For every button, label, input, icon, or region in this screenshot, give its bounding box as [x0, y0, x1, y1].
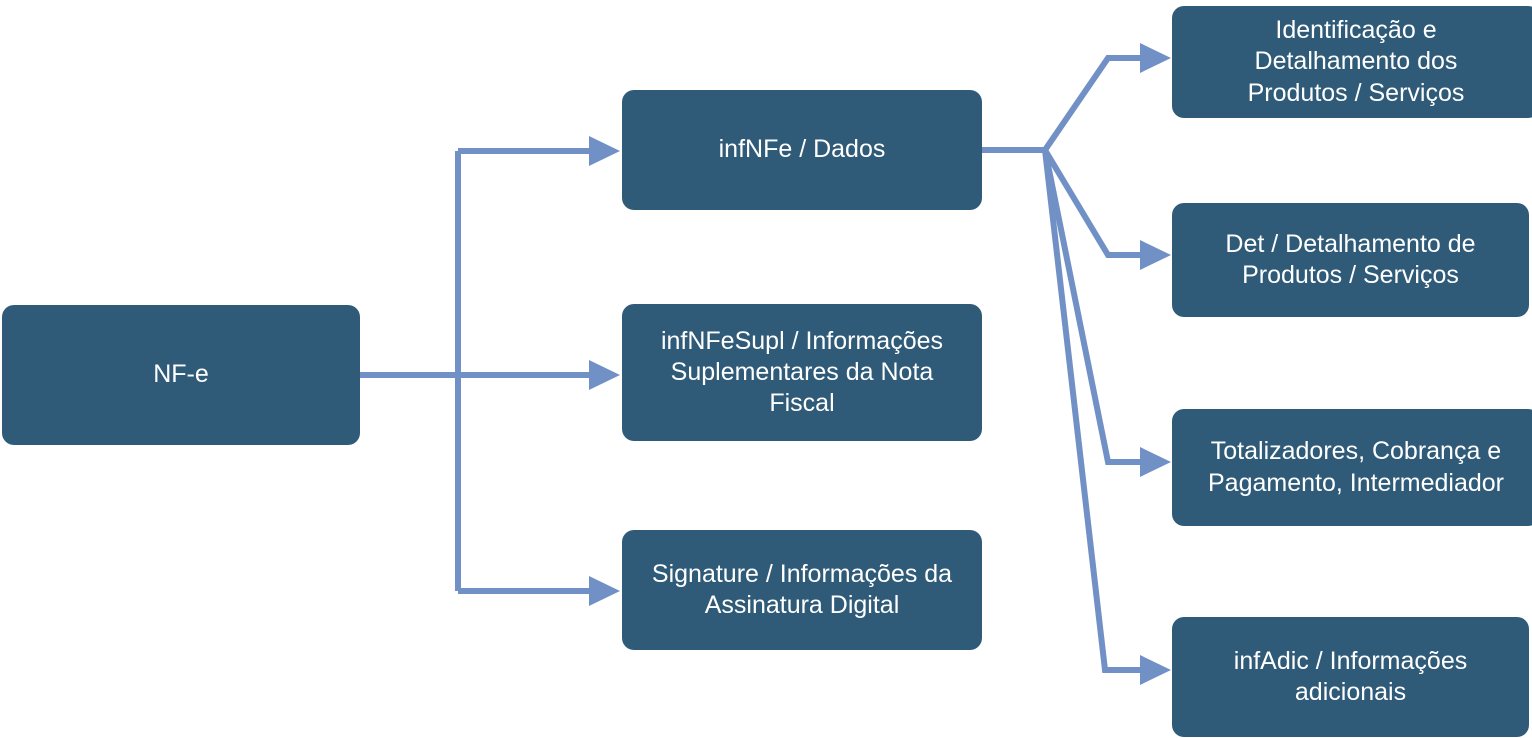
arrowhead-identificacao	[1140, 43, 1171, 73]
arrowhead-signature	[589, 576, 620, 606]
arrowhead-det	[1140, 240, 1171, 270]
node-det-detalhamento: Det / Detalhamento de Produtos / Serviço…	[1172, 203, 1529, 317]
node-infnfesupl: infNFeSupl / Informações Suplementares d…	[622, 304, 982, 441]
node-infnfe-dados: infNFe / Dados	[622, 90, 982, 210]
arrow-infnfe-fanout	[982, 43, 1171, 685]
arrow-to-identificacao-shaft	[1042, 55, 1141, 152]
arrowhead-infadic	[1140, 655, 1171, 685]
arrow-to-infadic-shaft	[1042, 149, 1141, 673]
arrow-to-totalizadores-shaft	[1042, 149, 1141, 465]
arrowhead-infnfesupl	[589, 360, 620, 390]
arrowhead-infnfe	[589, 136, 620, 166]
node-identificacao-detalhamento: Identificação e Detalhamento dos Produto…	[1172, 6, 1532, 118]
arrowhead-totalizadores	[1140, 447, 1171, 477]
node-nfe: NF-e	[2, 305, 360, 445]
arrow-to-det-shaft	[1042, 148, 1141, 258]
node-totalizadores-cobranca: Totalizadores, Cobrança e Pagamento, Int…	[1172, 409, 1532, 526]
node-infadic: infAdic / Informações adicionais	[1172, 617, 1529, 737]
node-signature: Signature / Informações da Assinatura Di…	[622, 530, 982, 650]
arrow-nfe-branch	[360, 136, 620, 606]
